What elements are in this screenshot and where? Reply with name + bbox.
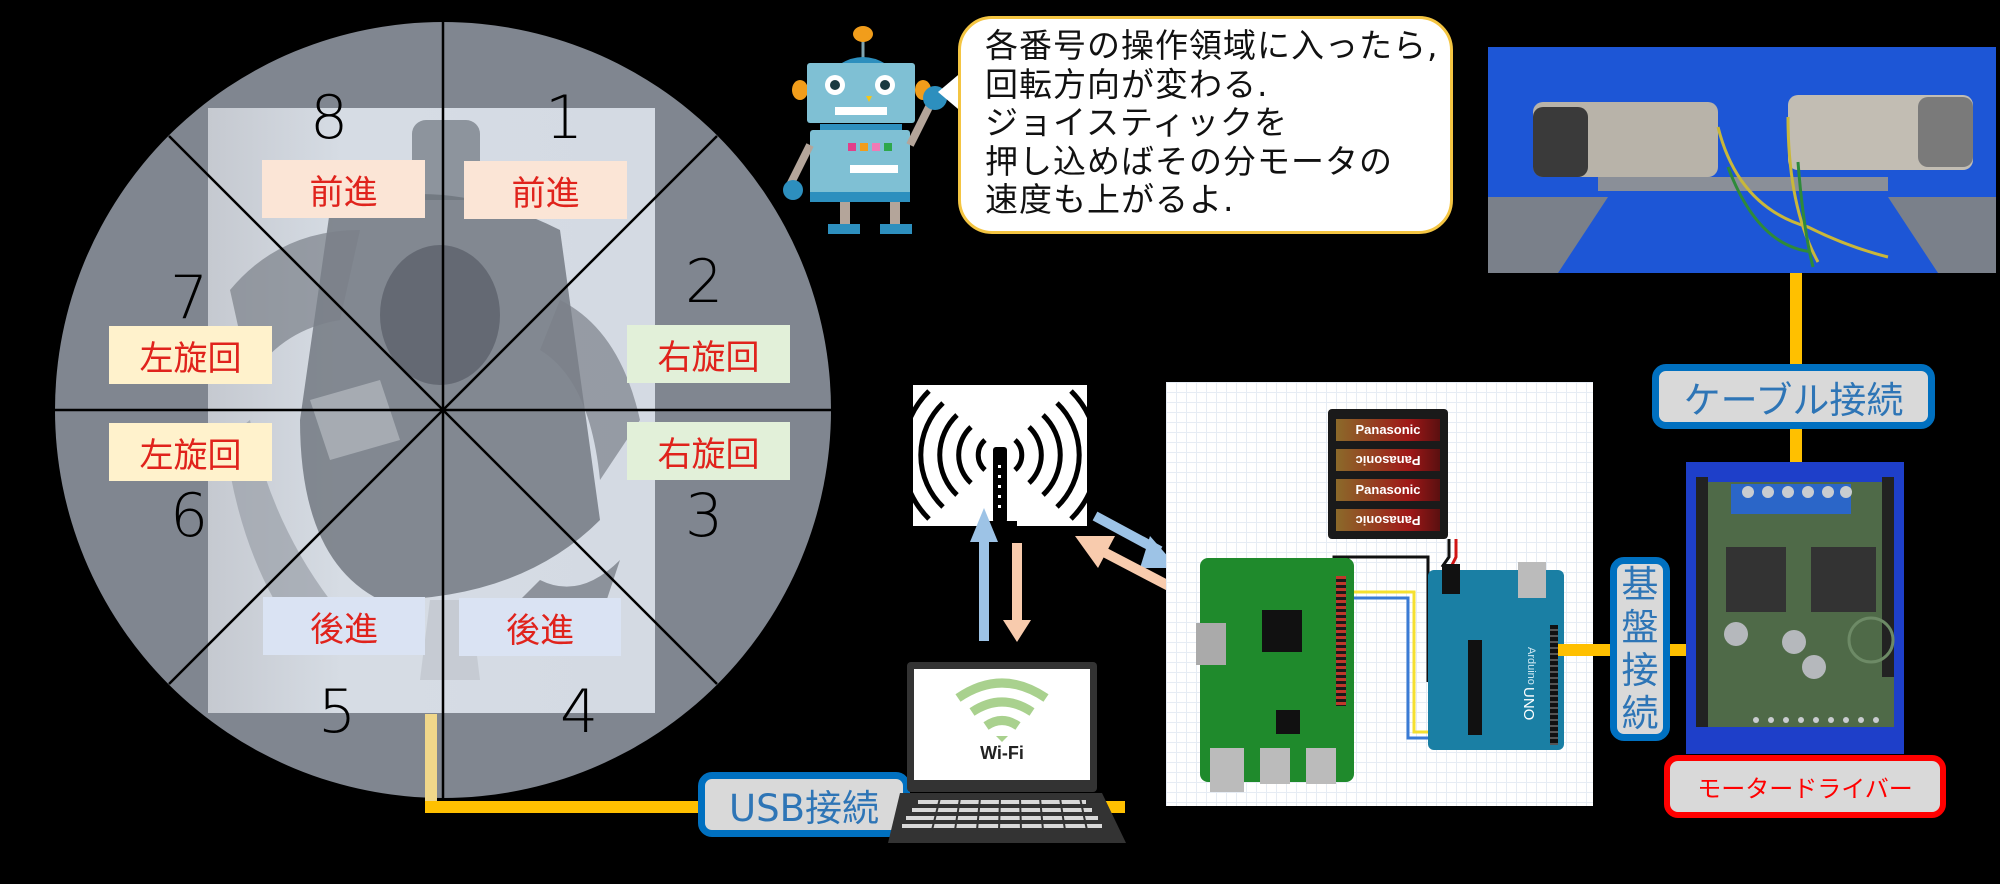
- action-label-5: 後進: [263, 597, 425, 655]
- wifi-router-image: [913, 385, 1087, 526]
- joystick-direction-dial: 1 2 3 4 5 6 7 8 前進 右旋回 右旋回 後進 後進 左旋回 左旋回…: [0, 0, 900, 884]
- cable-connection-label: ケーブル接続: [1652, 364, 1935, 429]
- arduino-brand: Arduino: [1525, 647, 1537, 685]
- segment-number-4: 4: [560, 677, 599, 747]
- arduino-model: UNO: [1520, 687, 1537, 721]
- action-label-8: 前進: [262, 160, 425, 218]
- segment-number-6: 6: [170, 481, 209, 551]
- arduino-chip: [1468, 640, 1482, 735]
- action-label-6: 左旋回: [109, 423, 272, 481]
- arduino-power-jack: [1442, 564, 1460, 594]
- action-label-4: 後進: [459, 598, 621, 656]
- board-connection-label: 基 盤 接 続: [1610, 557, 1670, 741]
- board-label-char-3: 接: [1621, 649, 1659, 692]
- raspi-chip: [1276, 710, 1300, 734]
- motor-driver-image: [1686, 462, 1904, 754]
- wifi-label: Wi-Fi: [980, 743, 1024, 763]
- arduino-uno-board: Arduino UNO: [1428, 562, 1564, 750]
- circuit-diagram: Panasonic Panasonic Panasonic Panasonic …: [1166, 382, 1593, 806]
- action-label-7: 左旋回: [109, 326, 272, 384]
- battery-pack: Panasonic Panasonic Panasonic Panasonic: [1328, 409, 1448, 539]
- segment-number-8: 8: [310, 83, 349, 153]
- raspi-usb-port-2: [1306, 748, 1336, 784]
- bubble-line-4: 押し込めばその分モータの: [985, 141, 1393, 181]
- segment-number-2: 2: [685, 247, 724, 317]
- raspi-ethernet-port: [1210, 748, 1244, 792]
- bubble-line-3: ジョイスティックを: [985, 103, 1289, 142]
- usb-connection-label: USB接続: [698, 772, 910, 837]
- wifi-icon: [955, 678, 1049, 730]
- arduino-usb-port: [1518, 562, 1546, 598]
- bubble-line-2: 回転方向が変わる.: [985, 64, 1269, 104]
- segment-number-5: 5: [318, 677, 357, 747]
- motor-cable-bottom: [1790, 429, 1802, 465]
- motor-photo: [1488, 47, 1996, 273]
- action-label-1: 前進: [464, 161, 627, 219]
- action-label-3: 右旋回: [627, 422, 790, 480]
- action-label-2: 右旋回: [627, 325, 790, 383]
- raspi-cpu: [1262, 610, 1302, 652]
- arrow-router-to-laptop: [1003, 543, 1031, 642]
- motor-image: [1488, 47, 1996, 273]
- segment-number-1: 1: [545, 83, 584, 153]
- board-label-char-1: 基: [1621, 563, 1659, 606]
- laptop-icon: [888, 662, 1126, 843]
- bubble-line-5: 速度も上がるよ.: [985, 180, 1235, 219]
- antenna-icon: [913, 389, 1087, 526]
- raspi-hdmi-port: [1196, 623, 1226, 665]
- usb-cable-vertical: [425, 714, 437, 802]
- segment-number-3: 3: [685, 481, 724, 551]
- raspi-usb-port-1: [1260, 748, 1290, 784]
- dial-dividers: [55, 22, 831, 798]
- motor-driver-photo: [1686, 462, 1904, 754]
- arrow-laptop-to-router: [970, 508, 998, 641]
- arduino-digital-pins: [1550, 625, 1558, 745]
- raspi-gpio-header: [1336, 576, 1346, 706]
- board-label-char-2: 盤: [1621, 606, 1659, 649]
- speech-bubble: 各番号の操作領域に入ったら, 回転方向が変わる. ジョイスティックを 押し込めば…: [958, 16, 1453, 234]
- board-label-char-4: 続: [1621, 692, 1659, 735]
- robot-icon: [783, 26, 947, 234]
- bubble-line-1: 各番号の操作領域に入ったら,: [985, 26, 1439, 65]
- laptop: Wi-Fi: [880, 640, 1140, 860]
- raspberry-pi-board: [1196, 558, 1354, 792]
- battery-3: Panasonic: [1336, 479, 1440, 501]
- segment-number-7: 7: [170, 263, 209, 333]
- motor-cable-top: [1790, 273, 1802, 371]
- battery-1: Panasonic: [1336, 419, 1440, 441]
- motor-driver-label: モータードライバー: [1664, 755, 1946, 818]
